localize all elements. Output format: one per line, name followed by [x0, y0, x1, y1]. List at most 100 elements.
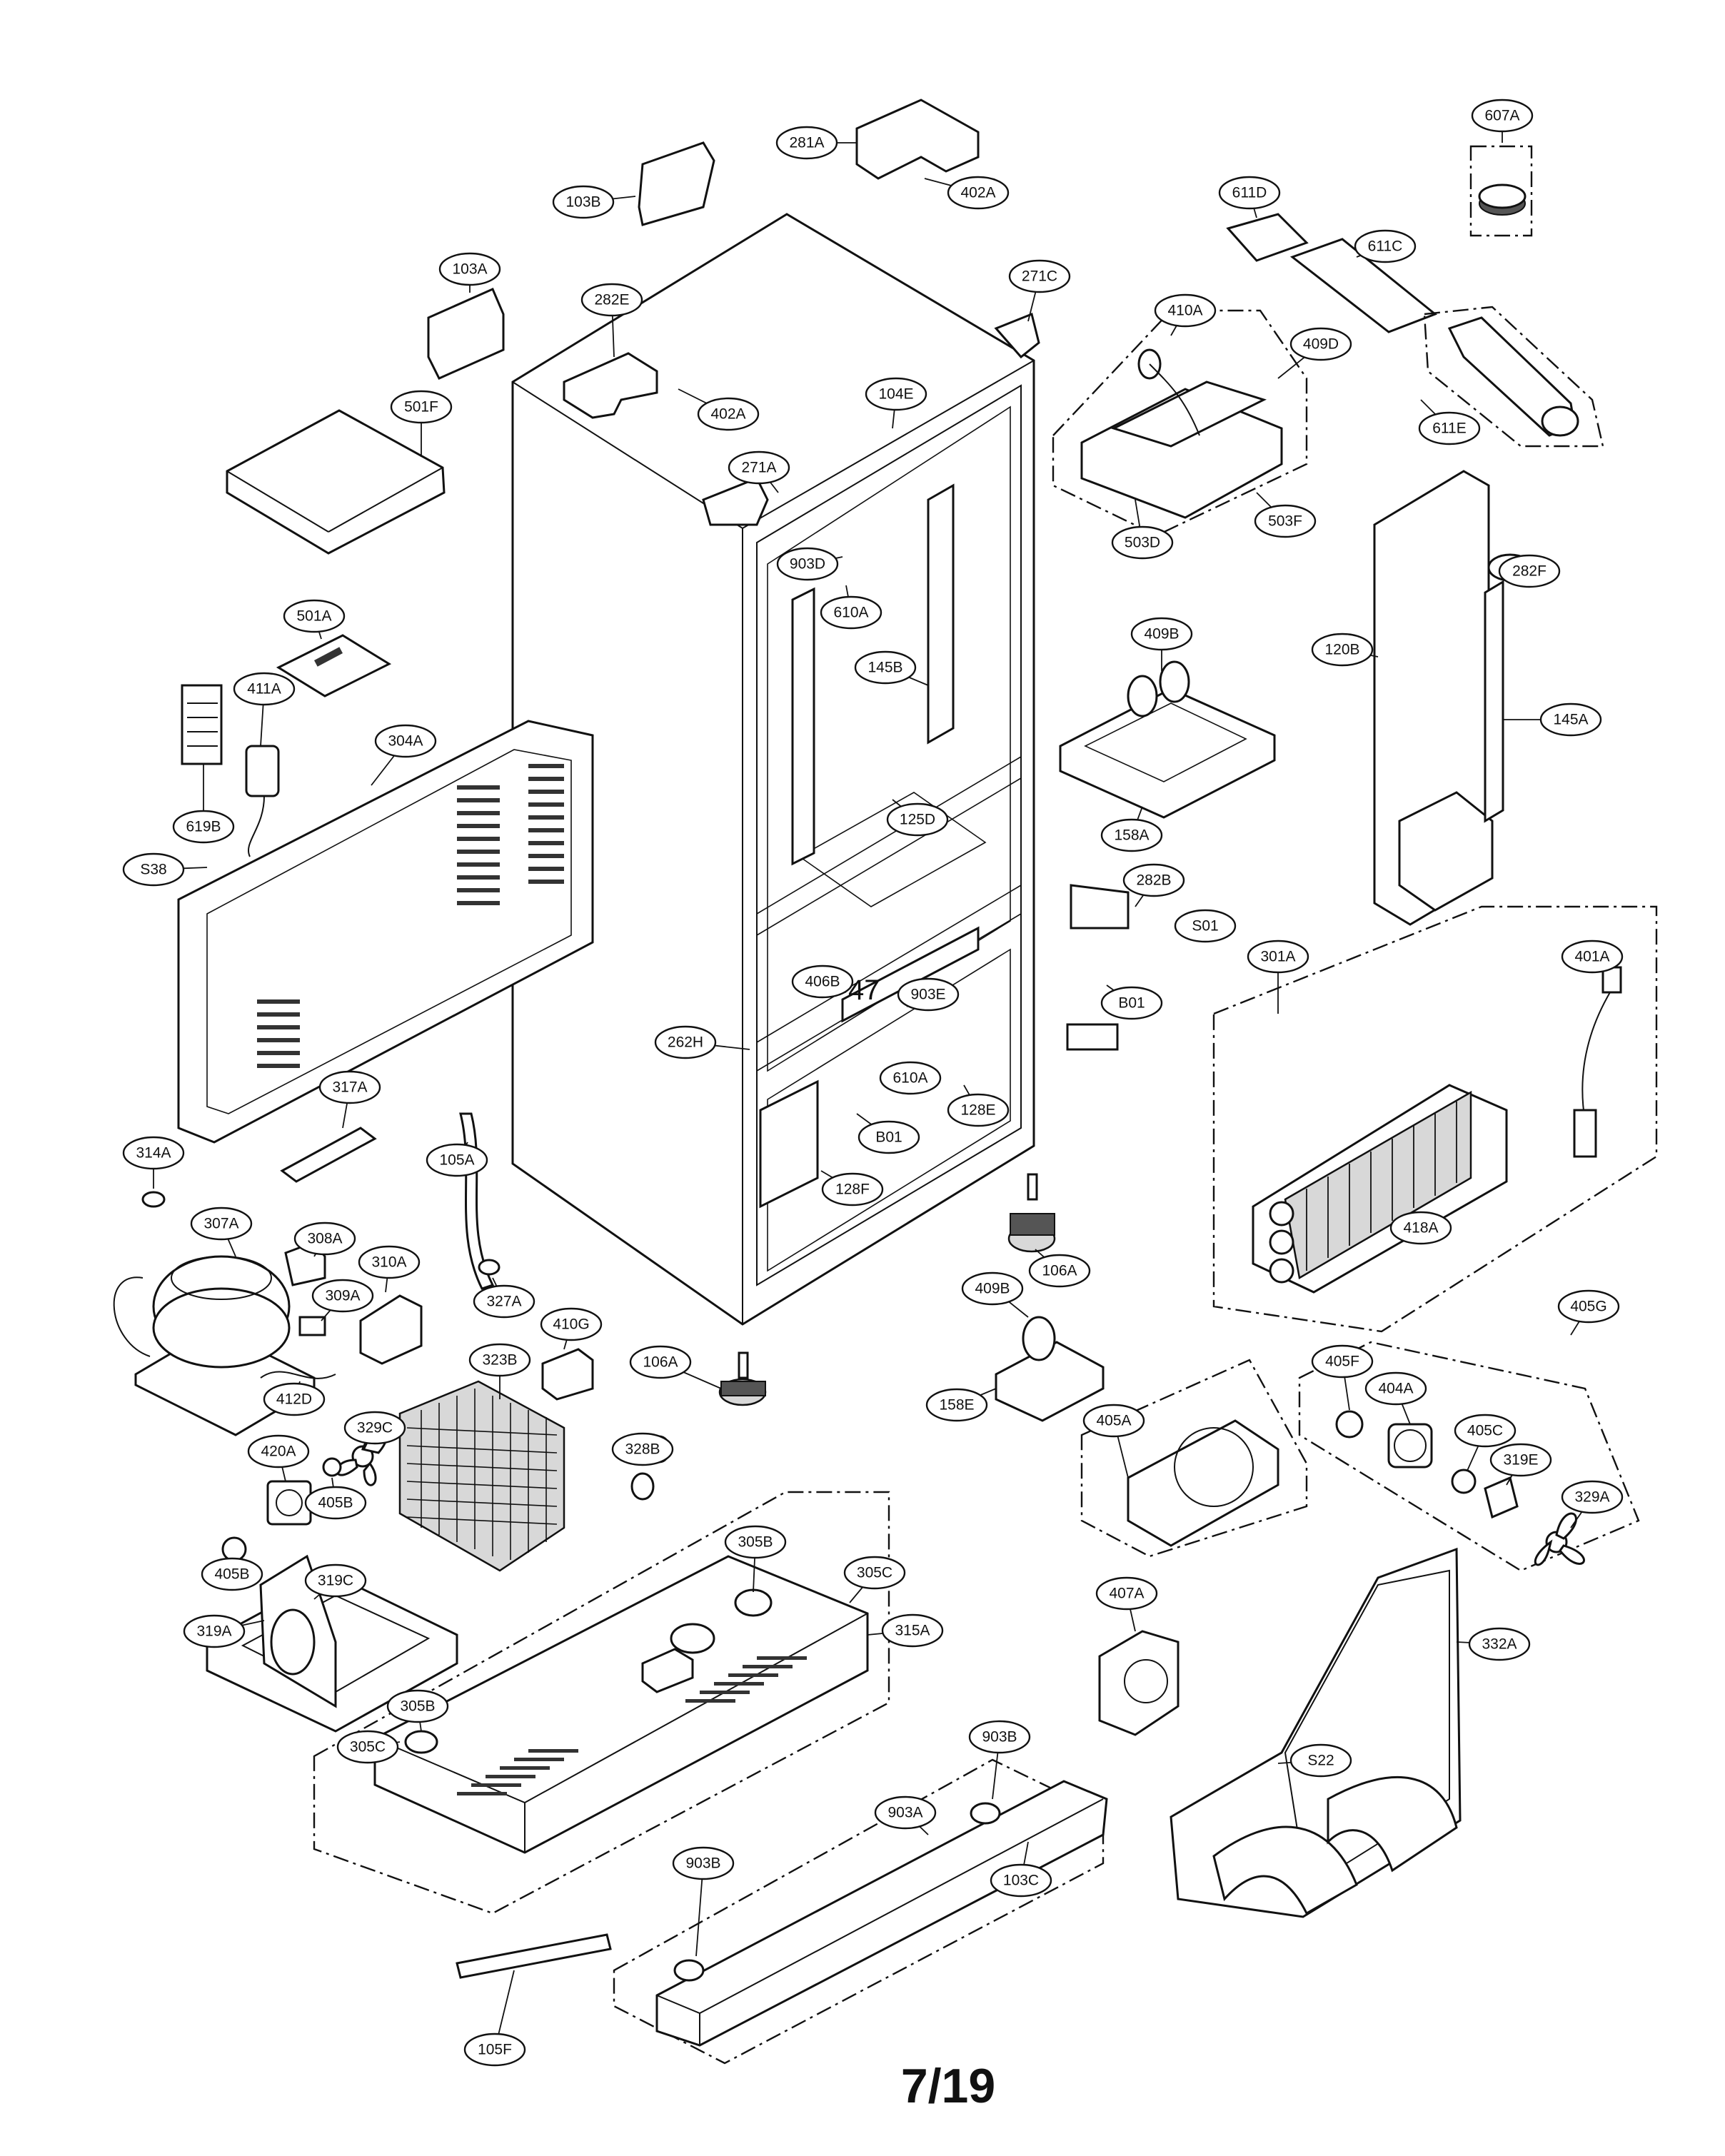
- callout-bubble: [1130, 617, 1193, 651]
- callout-bubble: [122, 852, 185, 887]
- callout-label: 503D: [1125, 535, 1160, 551]
- callout-bubble: [468, 1343, 531, 1377]
- callout-bubble: [304, 1486, 367, 1520]
- callout-305b: 305B: [724, 1525, 787, 1593]
- callout-bubble: [318, 1070, 381, 1104]
- callout-bubble: [247, 1434, 310, 1469]
- callout-bubble: [190, 1207, 253, 1241]
- callout-label: 611D: [1232, 185, 1267, 201]
- callout-319a: 319A: [183, 1614, 265, 1648]
- callout-611c: 611C: [1354, 229, 1417, 263]
- callout-label: 611C: [1368, 238, 1403, 255]
- capacitor-410G: [541, 1348, 594, 1401]
- callout-label: 308A: [307, 1231, 342, 1247]
- cover-501F: [226, 409, 446, 555]
- callout-bubble: [293, 1221, 356, 1256]
- nuts-405B: [221, 1457, 342, 1562]
- callout-bubble: [1289, 1743, 1352, 1778]
- callout-label: 145A: [1553, 712, 1588, 728]
- callout-bubble: [865, 377, 927, 411]
- callout-bubble: [374, 724, 437, 758]
- callout-label: 262H: [668, 1034, 703, 1051]
- callout-158a: 158A: [1100, 806, 1163, 852]
- fan-motor-420A: [266, 1480, 312, 1526]
- callout-405f: 405F: [1311, 1344, 1374, 1411]
- callout-label: 405A: [1096, 1413, 1131, 1429]
- callout-903a: 903A: [874, 1795, 937, 1835]
- callout-bubble: [1471, 99, 1534, 133]
- callout-label: 903A: [887, 1805, 922, 1821]
- callout-label: 309A: [325, 1288, 360, 1304]
- callout-bubble: [1095, 1576, 1158, 1611]
- callout-s22: S22: [1277, 1743, 1352, 1778]
- callout-bubble: [580, 283, 643, 317]
- callout-bubble: [390, 390, 453, 424]
- callout-label: 405B: [318, 1495, 353, 1511]
- callout-bubble: [343, 1411, 406, 1445]
- callout-label: 305B: [738, 1534, 773, 1551]
- callout-420a: 420A: [247, 1434, 310, 1482]
- callout-329c: 329C: [343, 1411, 406, 1450]
- callout-271a: 271A: [728, 450, 790, 493]
- callout-bubble: [1254, 504, 1317, 538]
- callout-label: 410G: [553, 1316, 589, 1333]
- callout-305c: 305C: [843, 1556, 906, 1603]
- callout-282f: 282F: [1498, 554, 1561, 588]
- callout-bubble: [886, 802, 949, 837]
- callout-128e: 128E: [947, 1084, 1010, 1127]
- callout-402a: 402A: [678, 388, 760, 431]
- callout-bubble: [672, 1846, 735, 1880]
- callout-bubble: [1311, 633, 1374, 667]
- callout-label: 402A: [960, 185, 995, 201]
- callout-301a: 301A: [1247, 940, 1309, 1014]
- callout-label: S22: [1307, 1753, 1334, 1769]
- callout-label: 105F: [478, 2042, 512, 2058]
- callout-bubble: [1122, 863, 1185, 897]
- hose-105A: [459, 1112, 501, 1290]
- callout-309a: 309A: [311, 1279, 374, 1321]
- callout-409d: 409D: [1277, 327, 1352, 379]
- callout-307a: 307A: [190, 1207, 253, 1257]
- callout-bubble: [1557, 1289, 1620, 1324]
- callout-bubble: [233, 672, 296, 706]
- fan-motor-group-405G: [1298, 1341, 1640, 1572]
- sensor-401A: [1573, 966, 1622, 1158]
- grille-group-103C: [613, 1758, 1108, 2065]
- callout-282e: 282E: [580, 283, 643, 358]
- callout-bubble: [1498, 554, 1561, 588]
- callout-bubble: [724, 1525, 787, 1559]
- callout-bubble: [961, 1271, 1024, 1306]
- callout-layer: 281A402A103B607A611D611C103A282E271C410A…: [122, 99, 1624, 2067]
- bracket-281A: [855, 99, 980, 180]
- callout-b01: B01: [1100, 984, 1163, 1020]
- callout-bubble: [925, 1388, 988, 1422]
- trim-105F: [456, 1933, 612, 1979]
- lamp-158E: [995, 1316, 1105, 1422]
- callout-label: 619B: [186, 819, 221, 835]
- callout-label: 106A: [1042, 1263, 1077, 1279]
- callout-label: 903D: [790, 556, 825, 573]
- callout-bubble: [821, 1172, 884, 1207]
- callout-label: 282E: [594, 292, 629, 308]
- cord-619B: [181, 684, 223, 765]
- callout-402a: 402A: [924, 176, 1010, 210]
- callout-bubble: [1364, 1371, 1427, 1406]
- callout-bubble: [947, 1093, 1010, 1127]
- callout-410g: 410G: [540, 1307, 603, 1350]
- annotation-mark: 47: [848, 974, 880, 1006]
- callout-bubble: [283, 599, 346, 633]
- callout-105f: 105F: [463, 1970, 526, 2067]
- callout-611e: 611E: [1418, 399, 1481, 445]
- callout-405a: 405A: [1082, 1404, 1145, 1479]
- callout-bubble: [1561, 940, 1624, 974]
- callout-bubble: [1561, 1480, 1624, 1514]
- callout-bubble: [1100, 986, 1163, 1020]
- callout-158e: 158E: [925, 1388, 997, 1422]
- callout-label: 103B: [565, 194, 600, 211]
- callout-label: 903B: [982, 1729, 1017, 1746]
- callout-319e: 319E: [1489, 1443, 1552, 1486]
- callout-label: 401A: [1574, 949, 1609, 965]
- part-317A: [280, 1127, 377, 1183]
- callout-103c: 103C: [990, 1841, 1052, 1898]
